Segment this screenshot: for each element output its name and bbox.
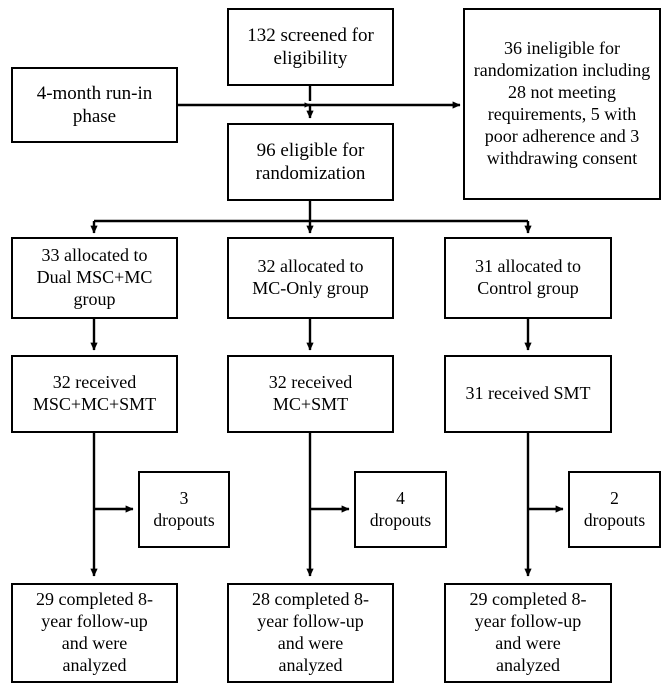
node-screened[interactable]: 132 screened for eligibility <box>227 8 394 86</box>
node-allocated-control-label: 31 allocated to Control group <box>475 256 581 298</box>
node-allocated-mc-only-label: 32 allocated to MC-Only group <box>252 256 369 298</box>
node-dropouts-dual[interactable]: 3 dropouts <box>138 471 230 548</box>
node-allocated-dual[interactable]: 33 allocated to Dual MSC+MC group <box>11 237 178 319</box>
node-completed-control[interactable]: 29 completed 8- year follow-up and were … <box>444 583 612 683</box>
node-completed-mc-only-label: 28 completed 8- year follow-up and were … <box>252 589 369 675</box>
node-completed-mc-only[interactable]: 28 completed 8- year follow-up and were … <box>227 583 394 683</box>
node-screened-label: 132 screened for eligibility <box>247 24 374 69</box>
node-completed-dual[interactable]: 29 completed 8- year follow-up and were … <box>11 583 178 683</box>
node-dropouts-control-label: 2 dropouts <box>583 488 646 530</box>
node-received-mc-only-label: 32 received MC+SMT <box>268 372 353 414</box>
node-received-dual[interactable]: 32 received MSC+MC+SMT <box>11 355 178 433</box>
node-allocated-mc-only[interactable]: 32 allocated to MC-Only group <box>227 237 394 319</box>
node-dropouts-control[interactable]: 2 dropouts <box>568 471 661 548</box>
node-ineligible-label: 36 ineligible for randomization includin… <box>473 38 651 168</box>
node-eligible-label: 96 eligible for randomization <box>255 139 366 184</box>
node-received-mc-only[interactable]: 32 received MC+SMT <box>227 355 394 433</box>
node-run-in-phase-label: 4-month run-in phase <box>36 82 153 127</box>
node-eligible[interactable]: 96 eligible for randomization <box>227 123 394 201</box>
node-ineligible[interactable]: 36 ineligible for randomization includin… <box>463 8 661 200</box>
node-completed-control-label: 29 completed 8- year follow-up and were … <box>469 589 587 675</box>
node-completed-dual-label: 29 completed 8- year follow-up and were … <box>36 589 153 675</box>
node-dropouts-dual-label: 3 dropouts <box>153 488 215 530</box>
node-dropouts-mc-only[interactable]: 4 dropouts <box>354 471 447 548</box>
node-received-dual-label: 32 received MSC+MC+SMT <box>32 372 157 414</box>
node-dropouts-mc-only-label: 4 dropouts <box>369 488 432 530</box>
node-run-in-phase[interactable]: 4-month run-in phase <box>11 67 178 143</box>
node-allocated-control[interactable]: 31 allocated to Control group <box>444 237 612 319</box>
node-allocated-dual-label: 33 allocated to Dual MSC+MC group <box>36 245 153 309</box>
node-received-control-label: 31 received SMT <box>465 383 591 404</box>
node-received-control[interactable]: 31 received SMT <box>444 355 612 433</box>
